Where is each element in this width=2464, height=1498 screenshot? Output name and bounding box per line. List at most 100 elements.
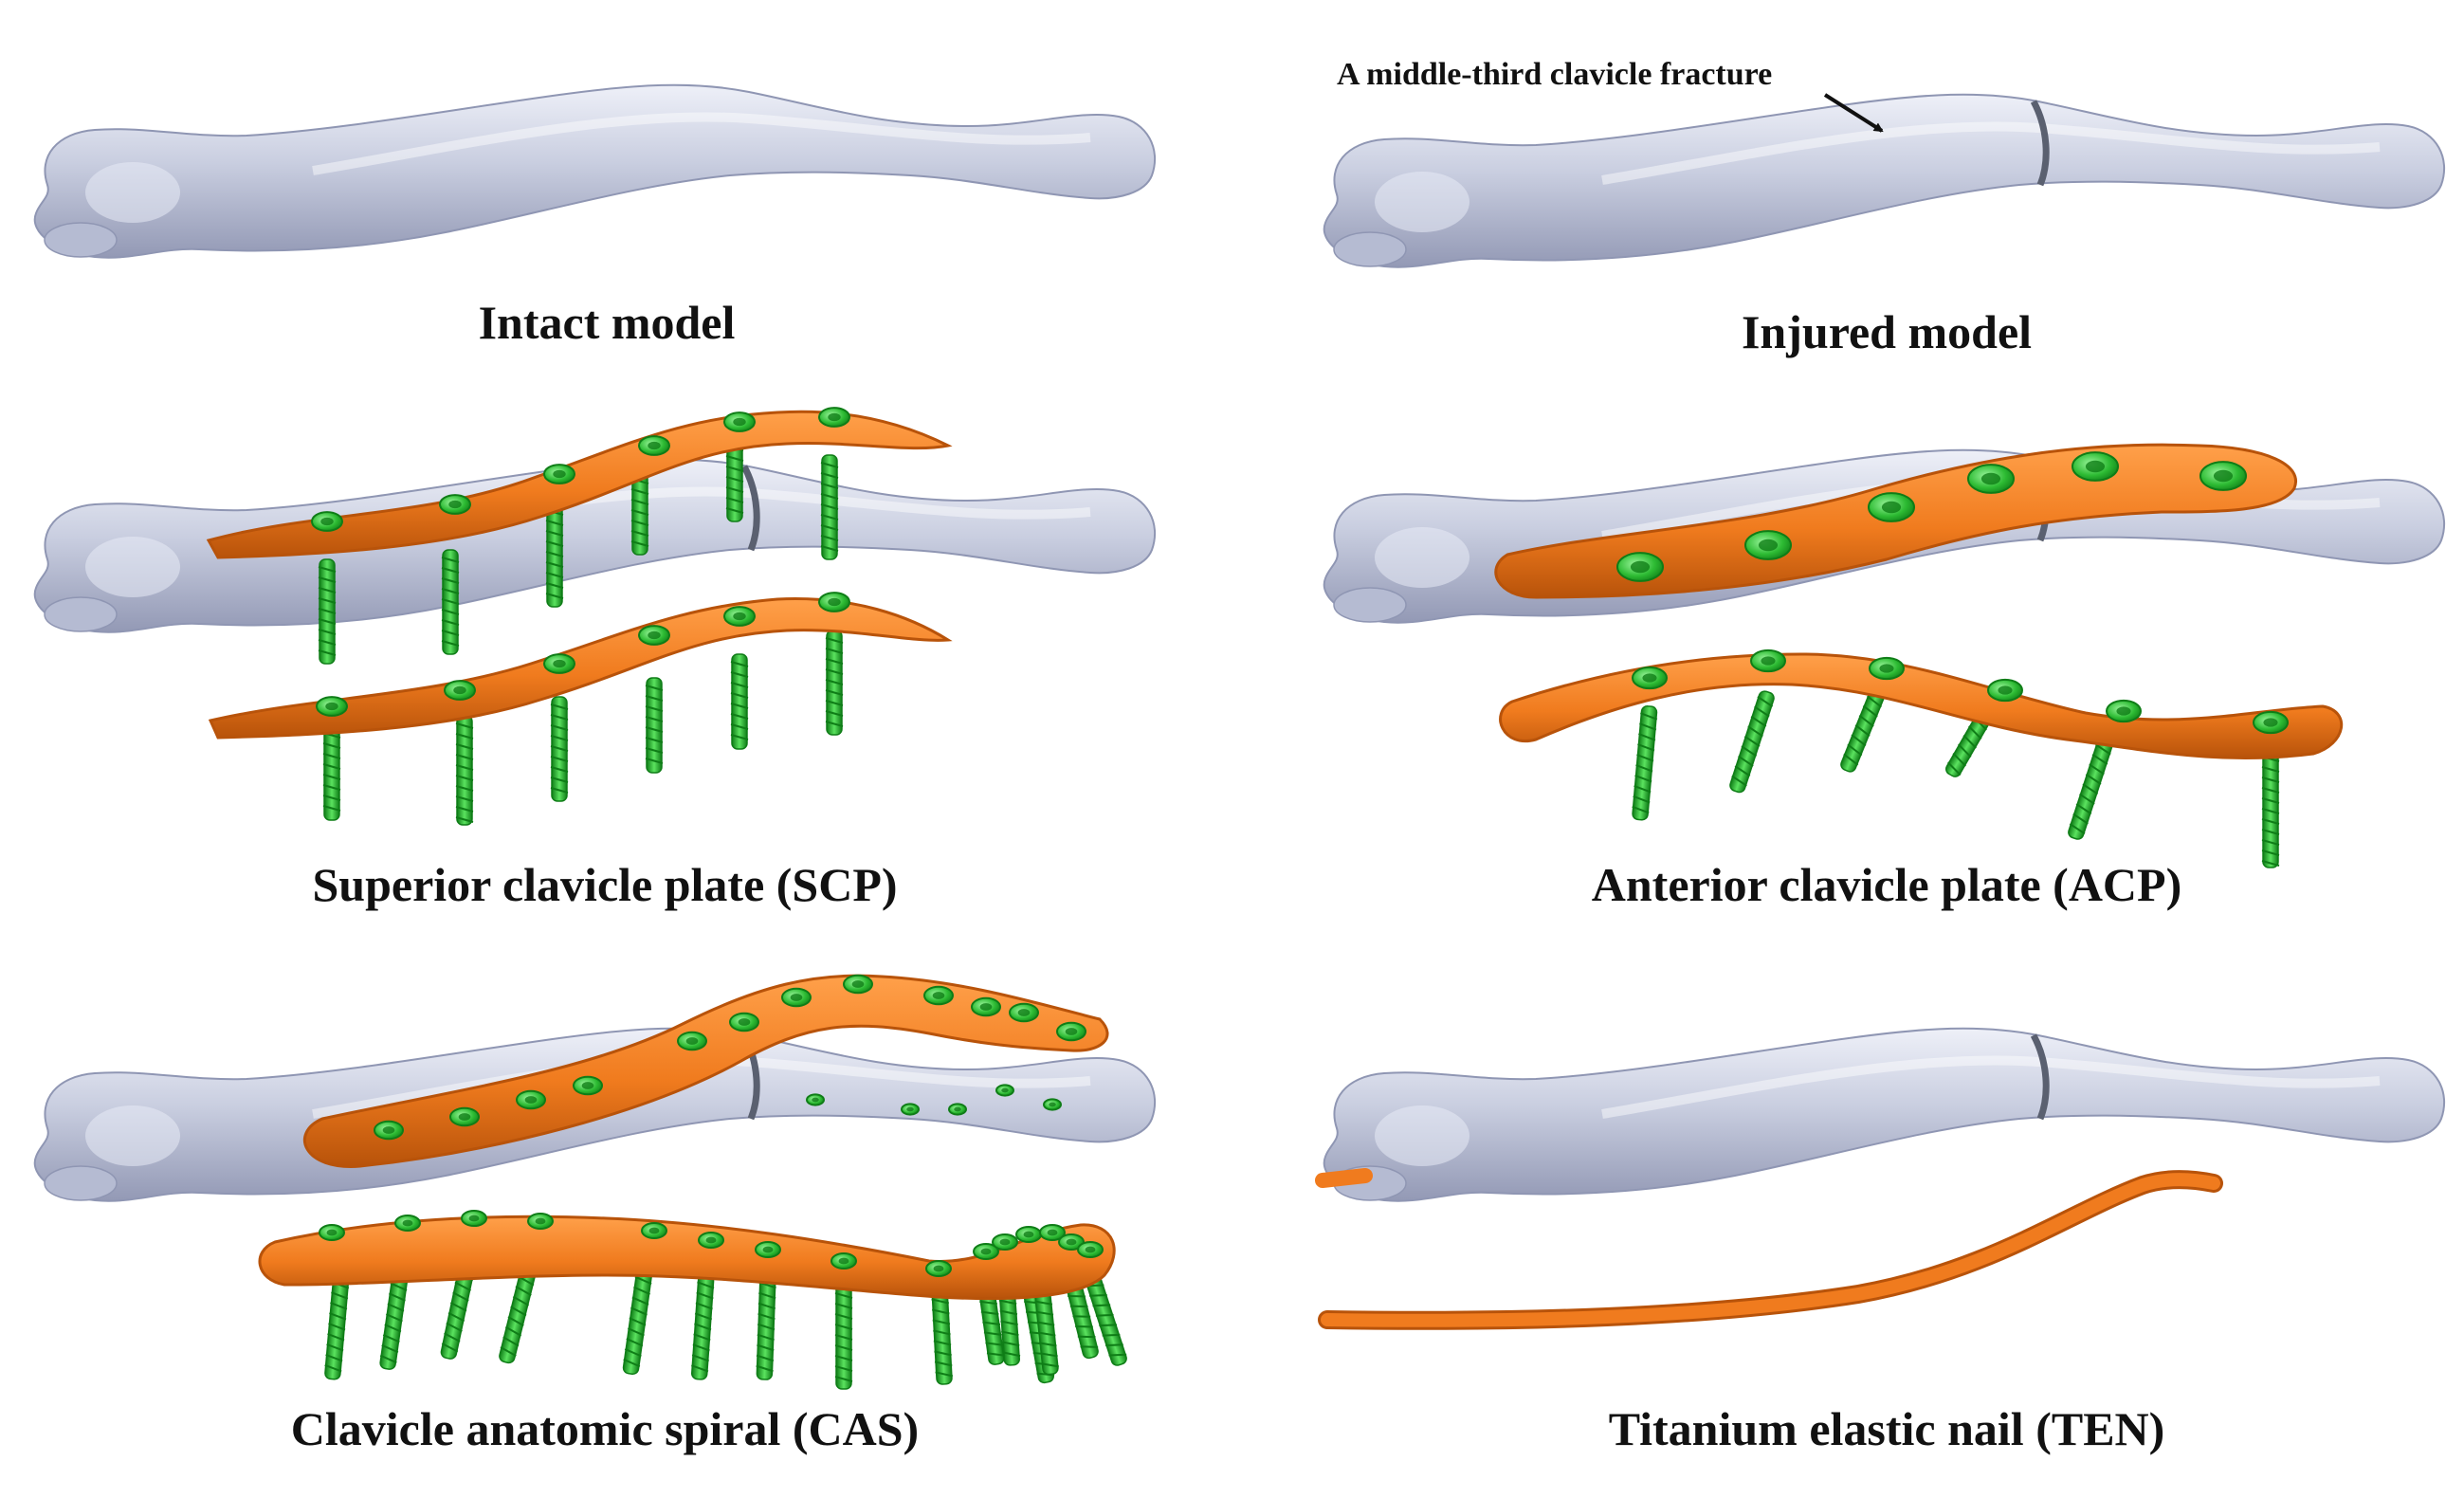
annotation-layer <box>1823 93 1884 133</box>
scp-screw-5-thread <box>825 710 844 717</box>
cas-back-head-0-socket <box>812 1097 819 1103</box>
acp-screw-1-thread <box>1731 775 1747 787</box>
scp-screw-3-thread <box>645 726 664 733</box>
cas-screw-8-thread <box>933 1329 951 1336</box>
acp-screw-3-thread <box>1962 734 1978 749</box>
scp-mounted-head-3-socket <box>648 441 661 450</box>
caption-injured-model: Injured model <box>1741 305 2033 358</box>
scp-screw-2-thread <box>550 714 569 721</box>
acp-screw-5-thread <box>2261 818 2280 825</box>
cas-screw-1-thread <box>388 1292 406 1302</box>
acp-screw-0-shaft <box>1632 705 1658 821</box>
acp-screw-5-thread <box>2261 839 2280 846</box>
acp-screw-1-thread <box>1743 735 1761 747</box>
scp-mounted-screw-5-thread <box>820 524 839 531</box>
scp-screw-5-thread <box>825 689 844 696</box>
scp-screw-0-thread <box>322 774 341 780</box>
cas-screw-0-thread <box>324 1363 342 1373</box>
cas-screw-3-thread <box>510 1306 527 1317</box>
cas-head-2-socket <box>468 1215 480 1222</box>
cas-screw-4-thread <box>627 1327 645 1337</box>
cas-bone-highlight <box>85 1105 180 1166</box>
cas-screw-7-thread <box>834 1303 853 1309</box>
scp-screw-1-thread <box>455 743 474 750</box>
scp-screw-1 <box>455 715 474 826</box>
cas-screw-4-thread <box>629 1317 647 1326</box>
scp-screw-5-thread <box>825 721 844 727</box>
cas-screw-6-thread <box>757 1343 775 1352</box>
caption-intact-model: Intact model <box>478 296 736 349</box>
cas-screw-0-thread <box>325 1353 343 1362</box>
cas-screw-10-thread <box>1000 1320 1018 1326</box>
acp-screw-2-thread <box>1843 753 1859 766</box>
cas-screw-7-thread <box>834 1313 853 1320</box>
acp-screw-4-thread <box>2089 763 2105 776</box>
acp-screw-4-thread <box>2072 813 2089 825</box>
cas-screw-9-thread <box>982 1321 1001 1325</box>
cas-screw-3-thread <box>515 1286 532 1297</box>
cas-screw-12-thread <box>1034 1300 1053 1306</box>
scp-screw-4 <box>730 653 749 750</box>
scp-mounted-screw-0-thread <box>318 649 337 656</box>
cas-screw-14-thread <box>1099 1324 1118 1327</box>
scp-mounted-screw-2-thread <box>545 551 564 557</box>
cas-plate-exploded <box>258 1209 1127 1390</box>
cas-screw-9-thread <box>980 1310 999 1316</box>
injured-bone-body <box>1323 93 2446 268</box>
acp-screw-5-thread <box>2261 829 2280 835</box>
acp-screw-4-thread <box>2069 823 2086 835</box>
cas-screw-4-thread <box>631 1296 649 1306</box>
cas-screw-0 <box>324 1274 350 1380</box>
scp-screw-4-thread <box>730 723 749 730</box>
cas-mounted-head-4-socket <box>685 1037 699 1045</box>
cas-screw-9-thread <box>979 1300 997 1306</box>
scp-screw-4-thread <box>730 671 749 678</box>
acp-screw-2-thread <box>1854 724 1871 738</box>
cas-screw-5-thread <box>693 1333 711 1342</box>
cas-head-12-socket <box>1047 1229 1058 1236</box>
cas-screw-14-thread <box>1102 1333 1121 1337</box>
cas-screw-1-thread <box>384 1324 402 1333</box>
scp-screw-5-thread <box>825 700 844 706</box>
ten-nail-group <box>1315 1168 2223 1330</box>
scp-screw-2-thread <box>550 787 569 794</box>
cas-screw-0-thread <box>329 1312 347 1321</box>
scp-screw-1-thread <box>455 722 474 729</box>
scp-mounted-head-0-socket <box>320 517 334 526</box>
scp-mounted-screw-1-thread <box>441 619 460 626</box>
cas-screw-3-thread <box>500 1346 517 1358</box>
cas-screw-10-thread <box>1000 1330 1019 1337</box>
caption-clavicle-anatomic-spiral: Clavicle anatomic spiral (CAS) <box>290 1402 920 1455</box>
cas-screw-5-thread <box>691 1354 710 1362</box>
cas-screw-9-thread <box>983 1331 1002 1336</box>
scp-mounted-screw-0-thread <box>318 608 337 614</box>
cas-head-4-socket <box>648 1227 660 1234</box>
cas-screw-1-thread <box>382 1334 400 1343</box>
scp-mounted-screw-0 <box>318 558 337 665</box>
acp-screw-0-thread <box>1636 754 1654 762</box>
cas-head-5-socket <box>705 1236 717 1244</box>
scp-mounted-screw-3-thread <box>630 530 649 537</box>
scp-plate-exploded <box>208 592 953 826</box>
cas-back-head-2-socket <box>954 1106 961 1112</box>
cas-screw-2-thread <box>449 1302 467 1312</box>
acp-head-2-socket <box>1879 664 1894 673</box>
scp-screw-4-thread <box>730 703 749 709</box>
cas-head-8-socket <box>933 1265 944 1272</box>
implant-layer <box>206 407 2344 1390</box>
cas-screw-0-thread <box>326 1343 344 1352</box>
scp-bone-sternal-knob <box>44 596 118 632</box>
scp-mounted-screw-1-thread <box>441 630 460 636</box>
acp-screw-0-thread <box>1634 784 1652 794</box>
cas-screw-8-thread <box>934 1361 953 1367</box>
cas-screw-7-shaft <box>835 1274 852 1390</box>
cas-screw-4 <box>622 1269 652 1376</box>
cas-screw-13-thread <box>1072 1315 1091 1318</box>
scp-screw-5-thread <box>825 658 844 665</box>
scp-mounted-screw-5-thread <box>820 535 839 541</box>
cas-screw-6-thread <box>758 1291 776 1300</box>
scp-screw-5-thread <box>825 648 844 654</box>
cas-screw-8-thread <box>934 1350 952 1357</box>
scp-mounted-screw-1-thread <box>441 567 460 574</box>
